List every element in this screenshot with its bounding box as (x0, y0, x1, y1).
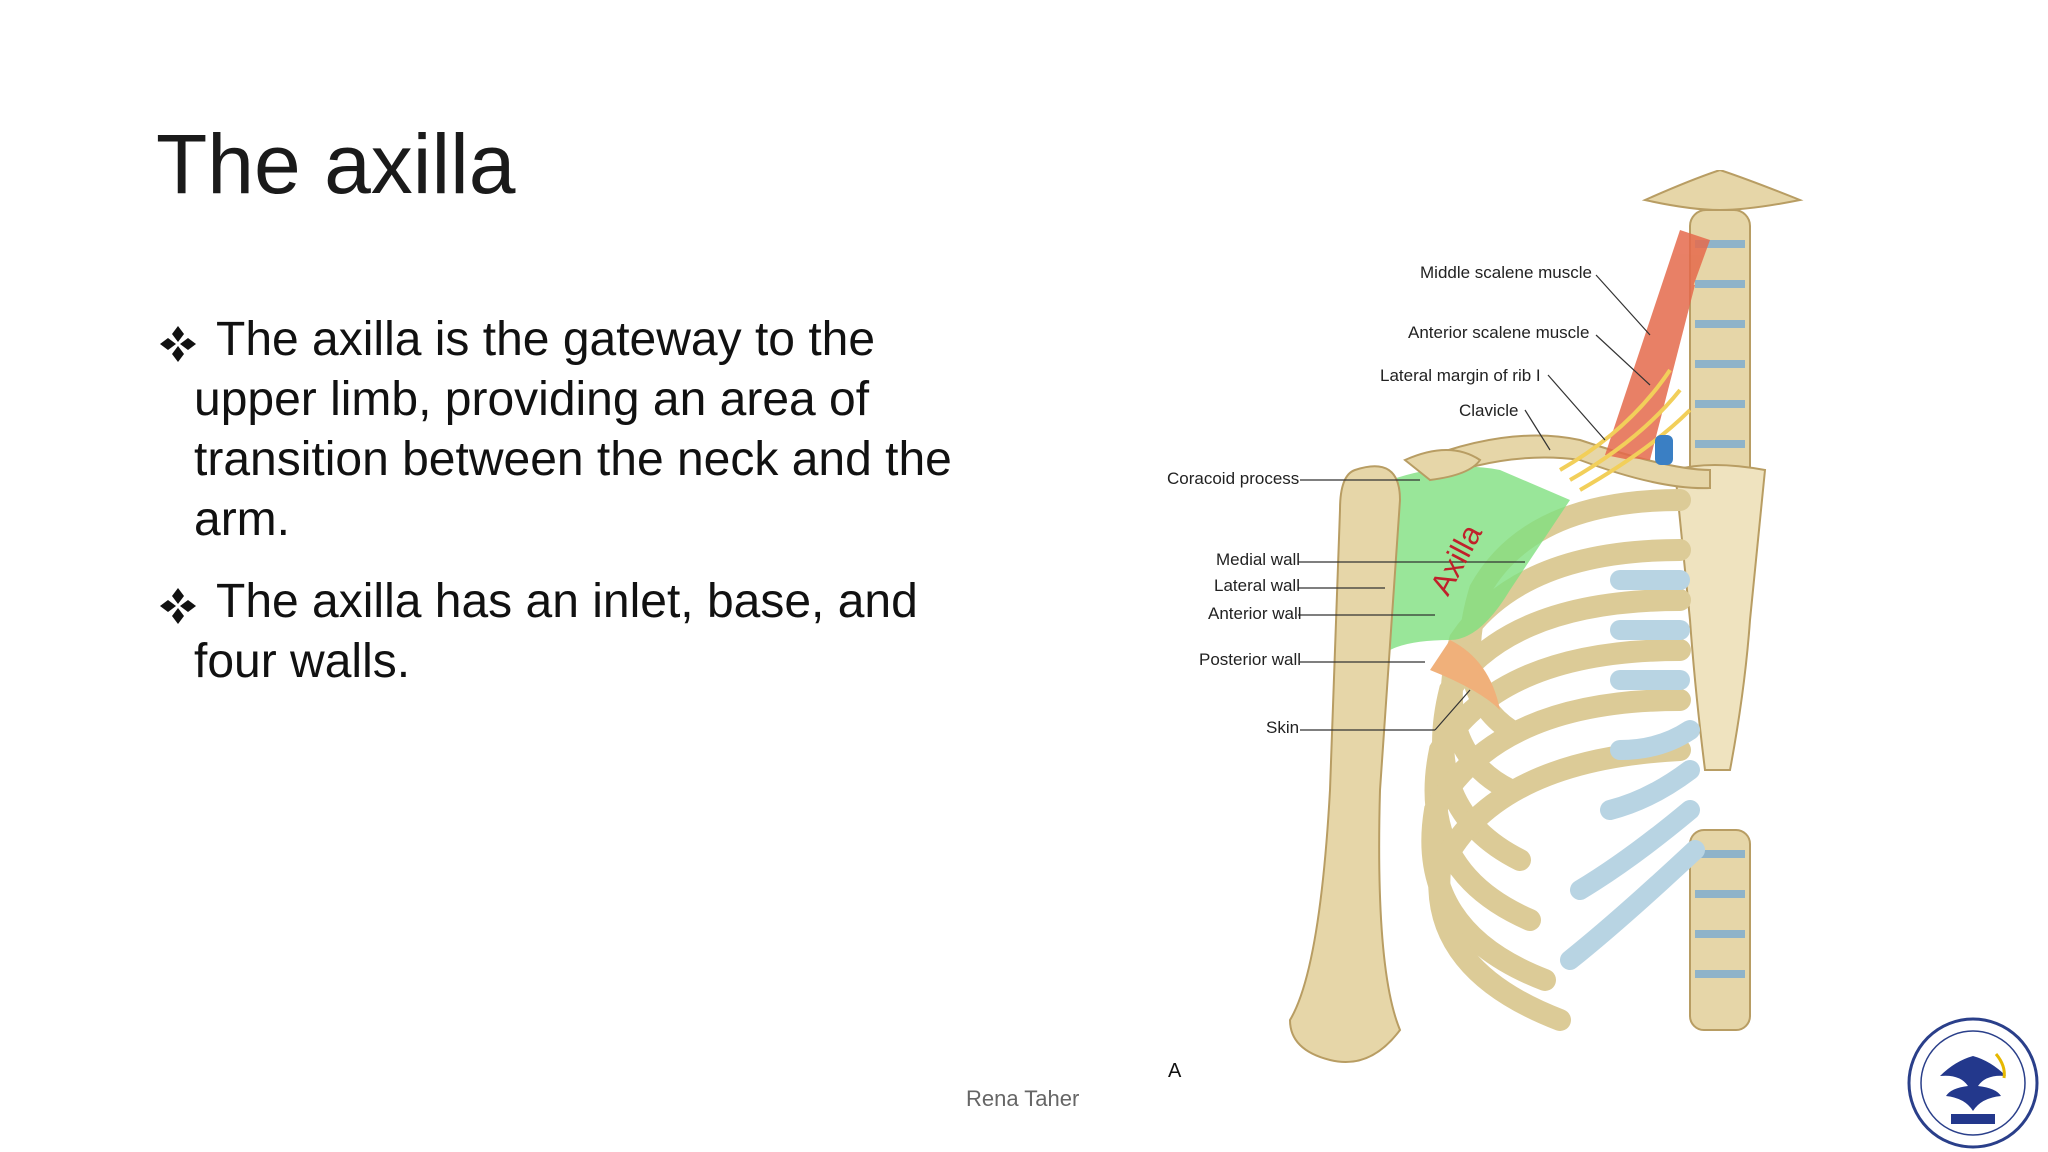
figure-panel-letter: A (1168, 1060, 1182, 1082)
label-anterior-wall: Anterior wall (1208, 604, 1302, 623)
label-posterior-wall: Posterior wall (1199, 650, 1302, 669)
clavicle-bone (1418, 434, 1711, 490)
axilla-region (1367, 466, 1570, 650)
leader-lines (1298, 274, 1651, 731)
label-middle-scalene: Middle scalene muscle (1420, 263, 1592, 282)
costal-cartilage (1560, 570, 1705, 970)
intervertebral-discs (1695, 240, 1745, 978)
scalene-muscles (1605, 230, 1710, 460)
diamond-bullet-icon (160, 588, 196, 624)
university-seal-logo (1907, 1017, 2039, 1149)
bullet-text: The axilla is the gateway to the upper l… (194, 313, 952, 546)
label-lateral-wall: Lateral wall (1214, 576, 1300, 595)
coracoid-bone (1403, 449, 1482, 482)
label-lateral-margin-rib: Lateral margin of rib I (1380, 366, 1541, 385)
sternum (1673, 464, 1767, 771)
label-clavicle: Clavicle (1459, 401, 1519, 420)
bullet-item: The axilla has an inlet, base, and four … (158, 572, 998, 692)
slide-title: The axilla (156, 117, 516, 211)
cervical-top (1641, 170, 1804, 212)
bullet-list: The axilla is the gateway to the upper l… (158, 310, 998, 714)
label-medial-wall: Medial wall (1216, 550, 1301, 569)
slide-footer: Rena Taher (966, 1086, 1080, 1111)
brachial-plexus (1559, 368, 1692, 492)
diamond-bullet-icon (160, 326, 196, 362)
label-coracoid-process: Coracoid process (1167, 469, 1300, 488)
label-skin: Skin (1266, 718, 1300, 737)
skin-fold (1430, 640, 1500, 710)
axilla-anatomy-illustration (1288, 170, 1804, 1063)
subclavian-vessel (1655, 435, 1673, 465)
bullet-item: The axilla is the gateway to the upper l… (158, 310, 998, 550)
bullet-text: The axilla has an inlet, base, and four … (194, 575, 918, 688)
humerus-bone (1288, 465, 1402, 1063)
label-anterior-scalene: Anterior scalene muscle (1408, 323, 1590, 342)
